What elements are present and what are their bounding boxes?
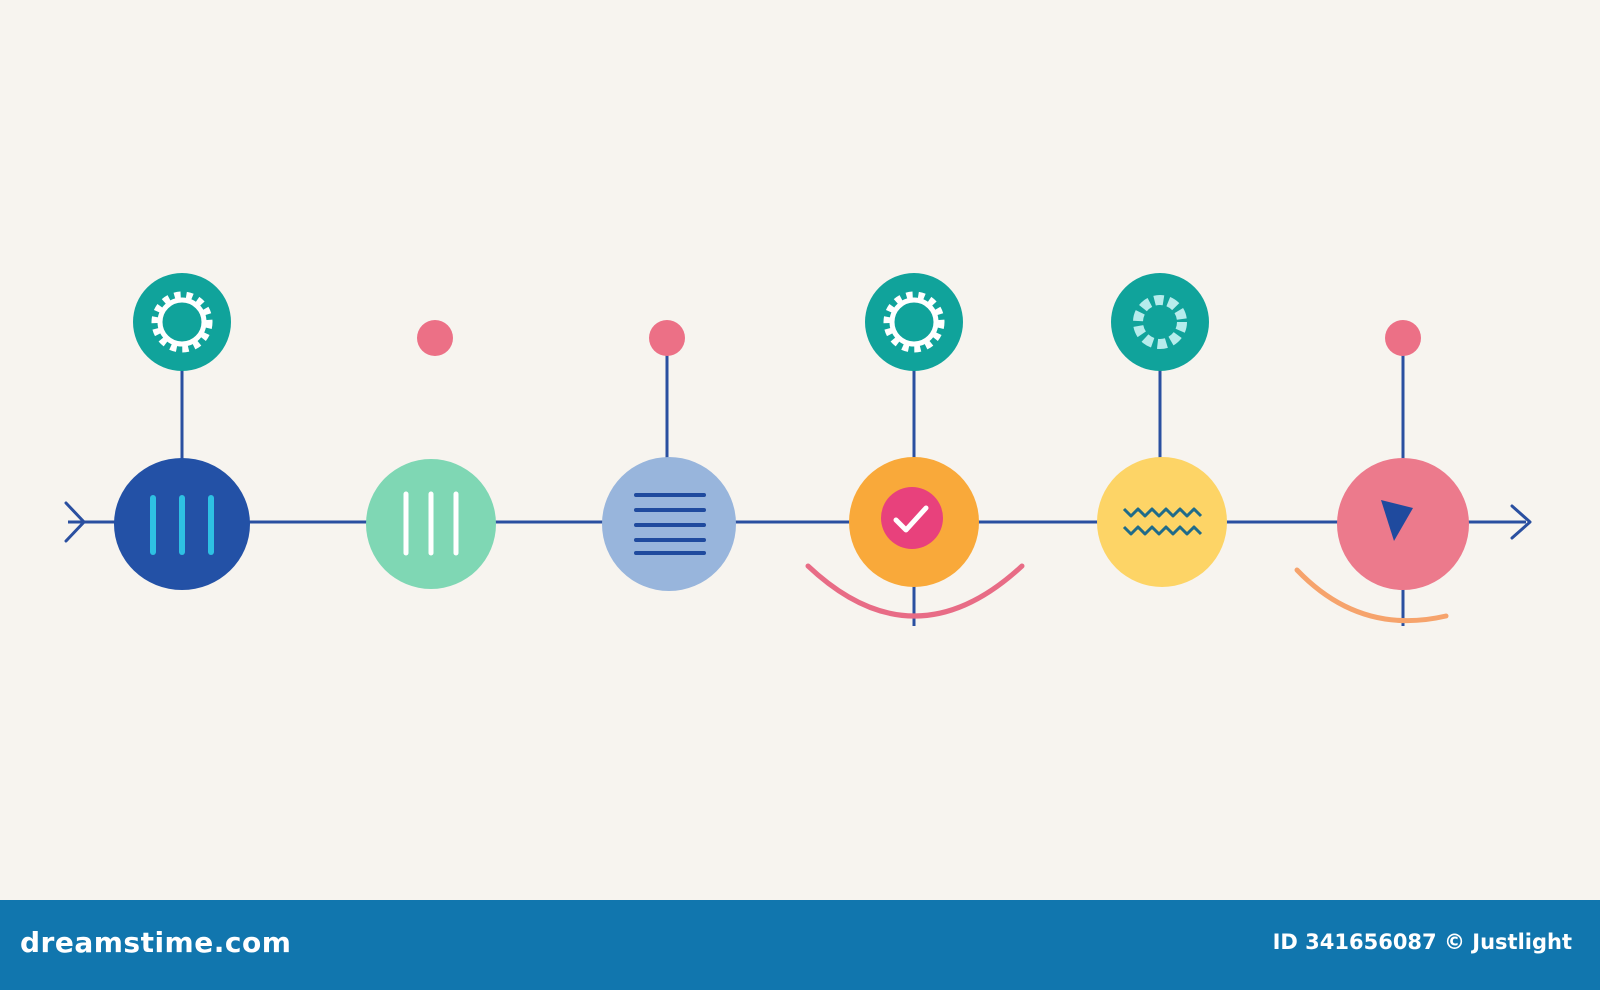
- node-5: [1097, 457, 1227, 587]
- arc-node-6: [1294, 567, 1449, 624]
- footer-bar: dreamstime.com ID 341656087 © Justlight: [0, 900, 1600, 990]
- timeline-diagram: [64, 273, 1532, 626]
- node-1: [114, 458, 250, 590]
- checkmark-icon: [893, 505, 929, 533]
- vertical-bars-icon: [403, 491, 459, 556]
- top-gear-icon-4: [865, 273, 963, 371]
- node-4: [849, 457, 979, 587]
- horizontal-lines-icon: [634, 493, 706, 555]
- brand-logo[interactable]: dreamstime.com: [20, 926, 292, 959]
- vertical-bars-icon: [150, 495, 214, 555]
- node-3: [602, 457, 736, 591]
- top-gear-icon-1: [133, 273, 231, 371]
- top-dot-6: [1385, 320, 1421, 356]
- triangle-icon: [1381, 500, 1413, 541]
- top-ring-icon-5: [1111, 273, 1209, 371]
- image-id-credit: ID 341656087 © Justlight: [1272, 930, 1572, 954]
- top-dot-2: [417, 320, 453, 356]
- node-2: [366, 459, 496, 589]
- timeline-svg: [64, 273, 1532, 626]
- axis-tail-icon: [64, 501, 87, 543]
- top-dot-3: [649, 320, 685, 356]
- arc-node-4: [805, 563, 1025, 619]
- axis-arrowhead-icon: [1510, 504, 1532, 540]
- node-6: [1337, 458, 1469, 590]
- zigzag-icon: [1122, 507, 1203, 536]
